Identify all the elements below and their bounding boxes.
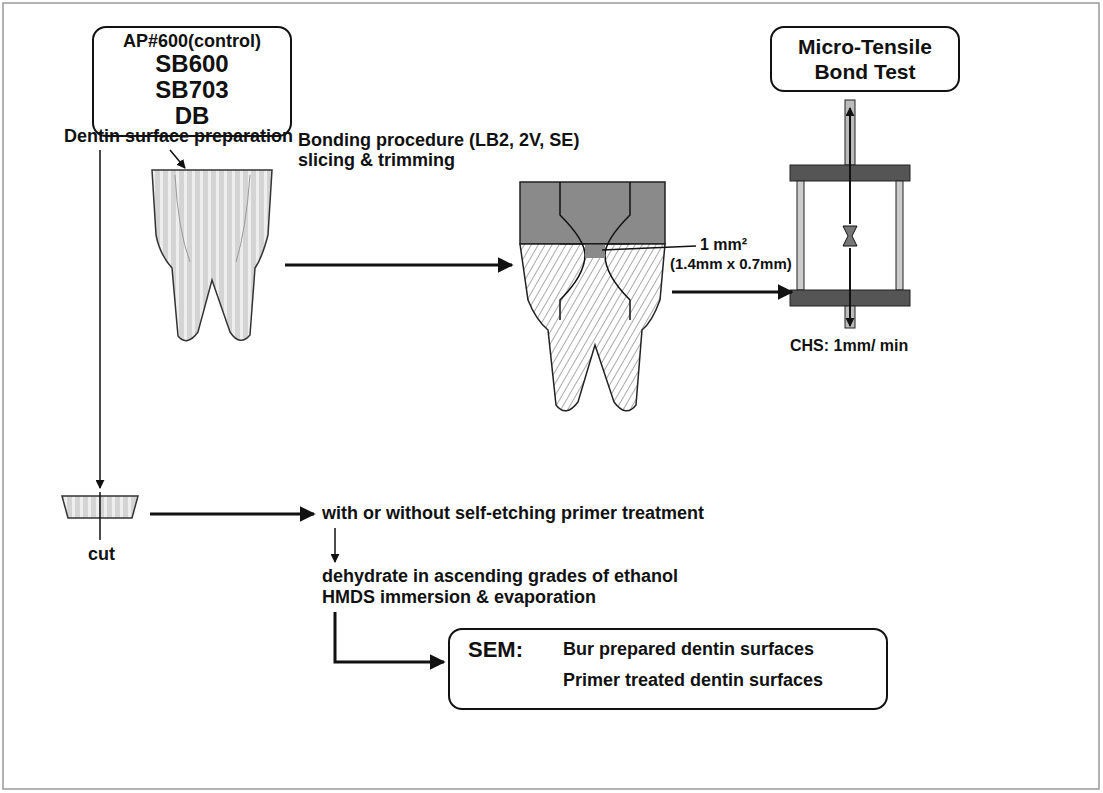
annotation-label: CHS: 1mm/ min <box>790 337 908 355</box>
annotation-label: slicing & trimming <box>298 151 455 171</box>
tensile-tester <box>790 100 910 328</box>
process-box: SEM: Bur prepared dentin surfacesPrimer t… <box>448 628 888 710</box>
text-column: SEM: <box>468 637 523 663</box>
box-text: SEM: <box>468 637 523 663</box>
annotation-label: Bonding procedure (LB2, 2V, SE) <box>298 131 579 151</box>
annotation-label: (1.4mm x 0.7mm) <box>670 256 792 273</box>
prepared-tooth <box>152 170 272 341</box>
annotation-label: cut <box>88 545 115 565</box>
flow-arrow <box>285 264 512 267</box>
flow-arrow <box>170 150 185 168</box>
annotation-label: Dentin surface preparation <box>64 127 293 147</box>
flow-arrow <box>150 513 314 516</box>
frame <box>3 3 1099 789</box>
box-text: Micro-Tensile Bond Test <box>780 34 950 84</box>
box-text: DB <box>110 103 274 129</box>
flow-arrow <box>335 612 444 662</box>
flow-arrow <box>99 150 101 488</box>
bonded-tooth <box>520 182 665 411</box>
box-text: SB600 <box>110 51 274 77</box>
flow-arrow <box>672 291 792 294</box>
box-text: SB703 <box>110 77 274 103</box>
process-box: Micro-Tensile Bond Test <box>770 26 960 92</box>
flow-arrow <box>334 528 336 562</box>
box-text: Bur prepared dentin surfaces <box>563 639 823 660</box>
text-column: Bur prepared dentin surfacesPrimer treat… <box>563 637 823 701</box>
annotation-label: dehydrate in ascending grades of ethanol <box>322 567 678 587</box>
dentin-slab <box>62 492 138 540</box>
annotation-label: HMDS immersion & evaporation <box>322 588 596 608</box>
box-text: Primer treated dentin surfaces <box>563 670 823 691</box>
leader-line <box>602 246 696 250</box>
box-text: AP#600(control) <box>110 32 274 51</box>
annotation-label: 1 mm² <box>700 236 747 254</box>
annotation-label: with or without self-etching primer trea… <box>322 504 704 524</box>
process-box: AP#600(control)SB600SB703DB <box>92 26 292 137</box>
